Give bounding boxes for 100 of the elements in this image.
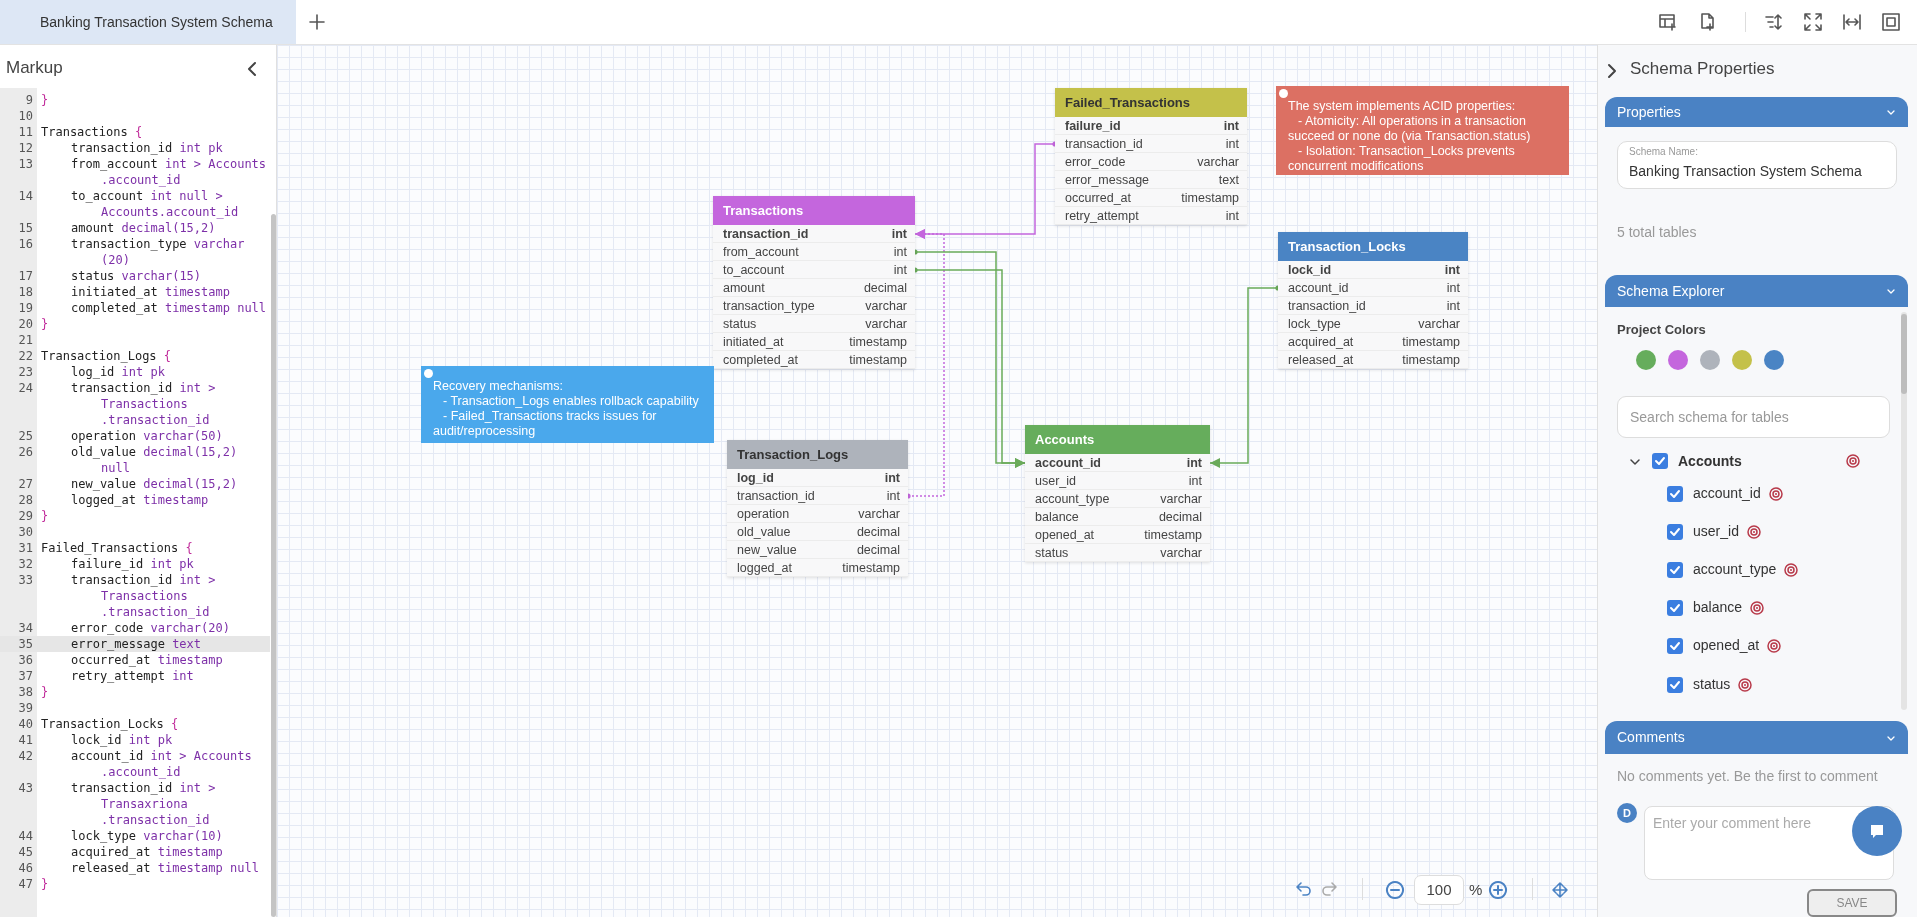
line-number: 46 bbox=[17, 860, 33, 876]
column-name: transaction_id bbox=[1065, 136, 1143, 153]
column-type: timestamp bbox=[1144, 527, 1202, 544]
note-text: - Atomicity: All operations in a transaction succeed or none do (via Transaction.status) bbox=[1288, 114, 1532, 144]
code-line: error_message text bbox=[71, 636, 203, 652]
column-name: released_at bbox=[1288, 352, 1354, 369]
tab: Banking Transaction System Schema bbox=[0, 0, 296, 44]
tree-item: user_id bbox=[1693, 523, 1739, 539]
column-type: timestamp bbox=[1181, 190, 1239, 207]
section-title: Properties bbox=[1617, 103, 1681, 122]
code-line: new_value decimal(15,2) bbox=[71, 476, 239, 492]
column-name: retry_attempt bbox=[1065, 208, 1139, 225]
column-type: varchar bbox=[1160, 545, 1202, 562]
column-type: int bbox=[1225, 208, 1239, 225]
column-name: account_type bbox=[1035, 491, 1110, 508]
code-line: } bbox=[41, 684, 50, 700]
line-number: 15 bbox=[17, 220, 33, 236]
code-line: lock_type varchar(10) bbox=[71, 828, 224, 844]
column-name: status bbox=[1035, 545, 1069, 562]
table-card bbox=[1025, 425, 1210, 562]
line-number: 28 bbox=[17, 492, 33, 508]
column-type: varchar bbox=[865, 298, 907, 315]
column-name: error_code bbox=[1065, 154, 1126, 171]
column-name: transaction_id bbox=[737, 488, 815, 505]
column-type: timestamp bbox=[849, 334, 907, 351]
note-text: Recovery mechanisms: bbox=[433, 379, 564, 394]
search-field: Search schema for tables bbox=[1617, 396, 1890, 438]
line-number: 40 bbox=[17, 716, 33, 732]
line-number: 31 bbox=[17, 540, 33, 556]
line-number: 13 bbox=[17, 156, 33, 172]
code-line: lock_id int pk bbox=[71, 732, 174, 748]
comment-hint: No comments yet. Be the first to comment bbox=[1617, 768, 1878, 784]
tree-item: Accounts bbox=[1678, 453, 1742, 469]
column-type: int bbox=[1225, 136, 1239, 153]
column-type: decimal bbox=[856, 524, 900, 541]
tree-item: status bbox=[1693, 676, 1731, 692]
code-line: transaction_type varchar(20) bbox=[71, 236, 246, 268]
table-card bbox=[1278, 232, 1468, 369]
line-number: 10 bbox=[17, 108, 33, 124]
line-number: 47 bbox=[17, 876, 33, 892]
column-type: varchar bbox=[865, 316, 907, 333]
table-header: Accounts bbox=[1025, 425, 1210, 454]
table-header: Transactions bbox=[713, 196, 915, 225]
column-name: account_id bbox=[1288, 280, 1349, 297]
column-name: initiated_at bbox=[723, 334, 784, 351]
column-type: text bbox=[1218, 172, 1239, 189]
line-number: 38 bbox=[17, 684, 33, 700]
tree-item: account_type bbox=[1693, 561, 1777, 577]
code-line: completed_at timestamp null bbox=[71, 300, 268, 316]
code-line: occurred_at timestamp bbox=[71, 652, 224, 668]
line-number: 26 bbox=[17, 444, 33, 460]
tree-item: account_id bbox=[1693, 485, 1761, 501]
code-line: retry_attempt int bbox=[71, 668, 195, 684]
note-card bbox=[421, 366, 714, 443]
column-type: timestamp bbox=[1402, 334, 1460, 351]
line-number: 41 bbox=[17, 732, 33, 748]
column-type: timestamp bbox=[842, 560, 900, 577]
section-subtitle: Project Colors bbox=[1617, 322, 1706, 337]
code-line: } bbox=[41, 876, 50, 892]
column-type: int bbox=[884, 470, 900, 487]
line-number: 9 bbox=[24, 92, 33, 108]
column-type: decimal bbox=[856, 542, 900, 559]
tree-item: balance bbox=[1693, 599, 1743, 615]
column-name: user_id bbox=[1035, 473, 1076, 490]
line-number: 25 bbox=[17, 428, 33, 444]
code-line: operation varchar(50) bbox=[71, 428, 224, 444]
code-line: logged_at timestamp bbox=[71, 492, 210, 508]
line-number: 43 bbox=[17, 780, 33, 796]
column-name: from_account bbox=[723, 244, 799, 261]
save-button: SAVE bbox=[1807, 889, 1897, 917]
line-number: 36 bbox=[17, 652, 33, 668]
note-card bbox=[1276, 86, 1569, 175]
line-number: 16 bbox=[17, 236, 33, 252]
column-name: to_account bbox=[723, 262, 785, 279]
column-type: int bbox=[1186, 455, 1202, 472]
code-line: Transaction_Logs { bbox=[41, 348, 173, 364]
column-name: operation bbox=[737, 506, 790, 523]
column-type: int bbox=[893, 244, 907, 261]
code-line: log_id int pk bbox=[71, 364, 166, 380]
note-text: - Isolation: Transaction_Locks prevents concurrent modifications bbox=[1288, 144, 1516, 174]
column-type: int bbox=[1444, 262, 1460, 279]
column-type: timestamp bbox=[849, 352, 907, 369]
column-type: int bbox=[1446, 280, 1460, 297]
line-number: 19 bbox=[17, 300, 33, 316]
tree-item: opened_at bbox=[1693, 637, 1760, 653]
column-type: decimal bbox=[1158, 509, 1202, 526]
code-line: initiated_at timestamp bbox=[71, 284, 231, 300]
code-line: acquired_at timestamp bbox=[71, 844, 224, 860]
section-title: Comments bbox=[1617, 728, 1685, 747]
line-number: 27 bbox=[17, 476, 33, 492]
column-type: varchar bbox=[858, 506, 900, 523]
column-type: int bbox=[1446, 298, 1460, 315]
column-type: int bbox=[893, 262, 907, 279]
line-number: 18 bbox=[17, 284, 33, 300]
column-name: status bbox=[723, 316, 757, 333]
note-text: The system implements ACID properties: bbox=[1288, 99, 1517, 114]
panel-title: Schema Properties bbox=[1630, 59, 1775, 79]
line-number: 32 bbox=[17, 556, 33, 572]
code-line: error_code varchar(20) bbox=[71, 620, 231, 636]
column-name: completed_at bbox=[723, 352, 799, 369]
